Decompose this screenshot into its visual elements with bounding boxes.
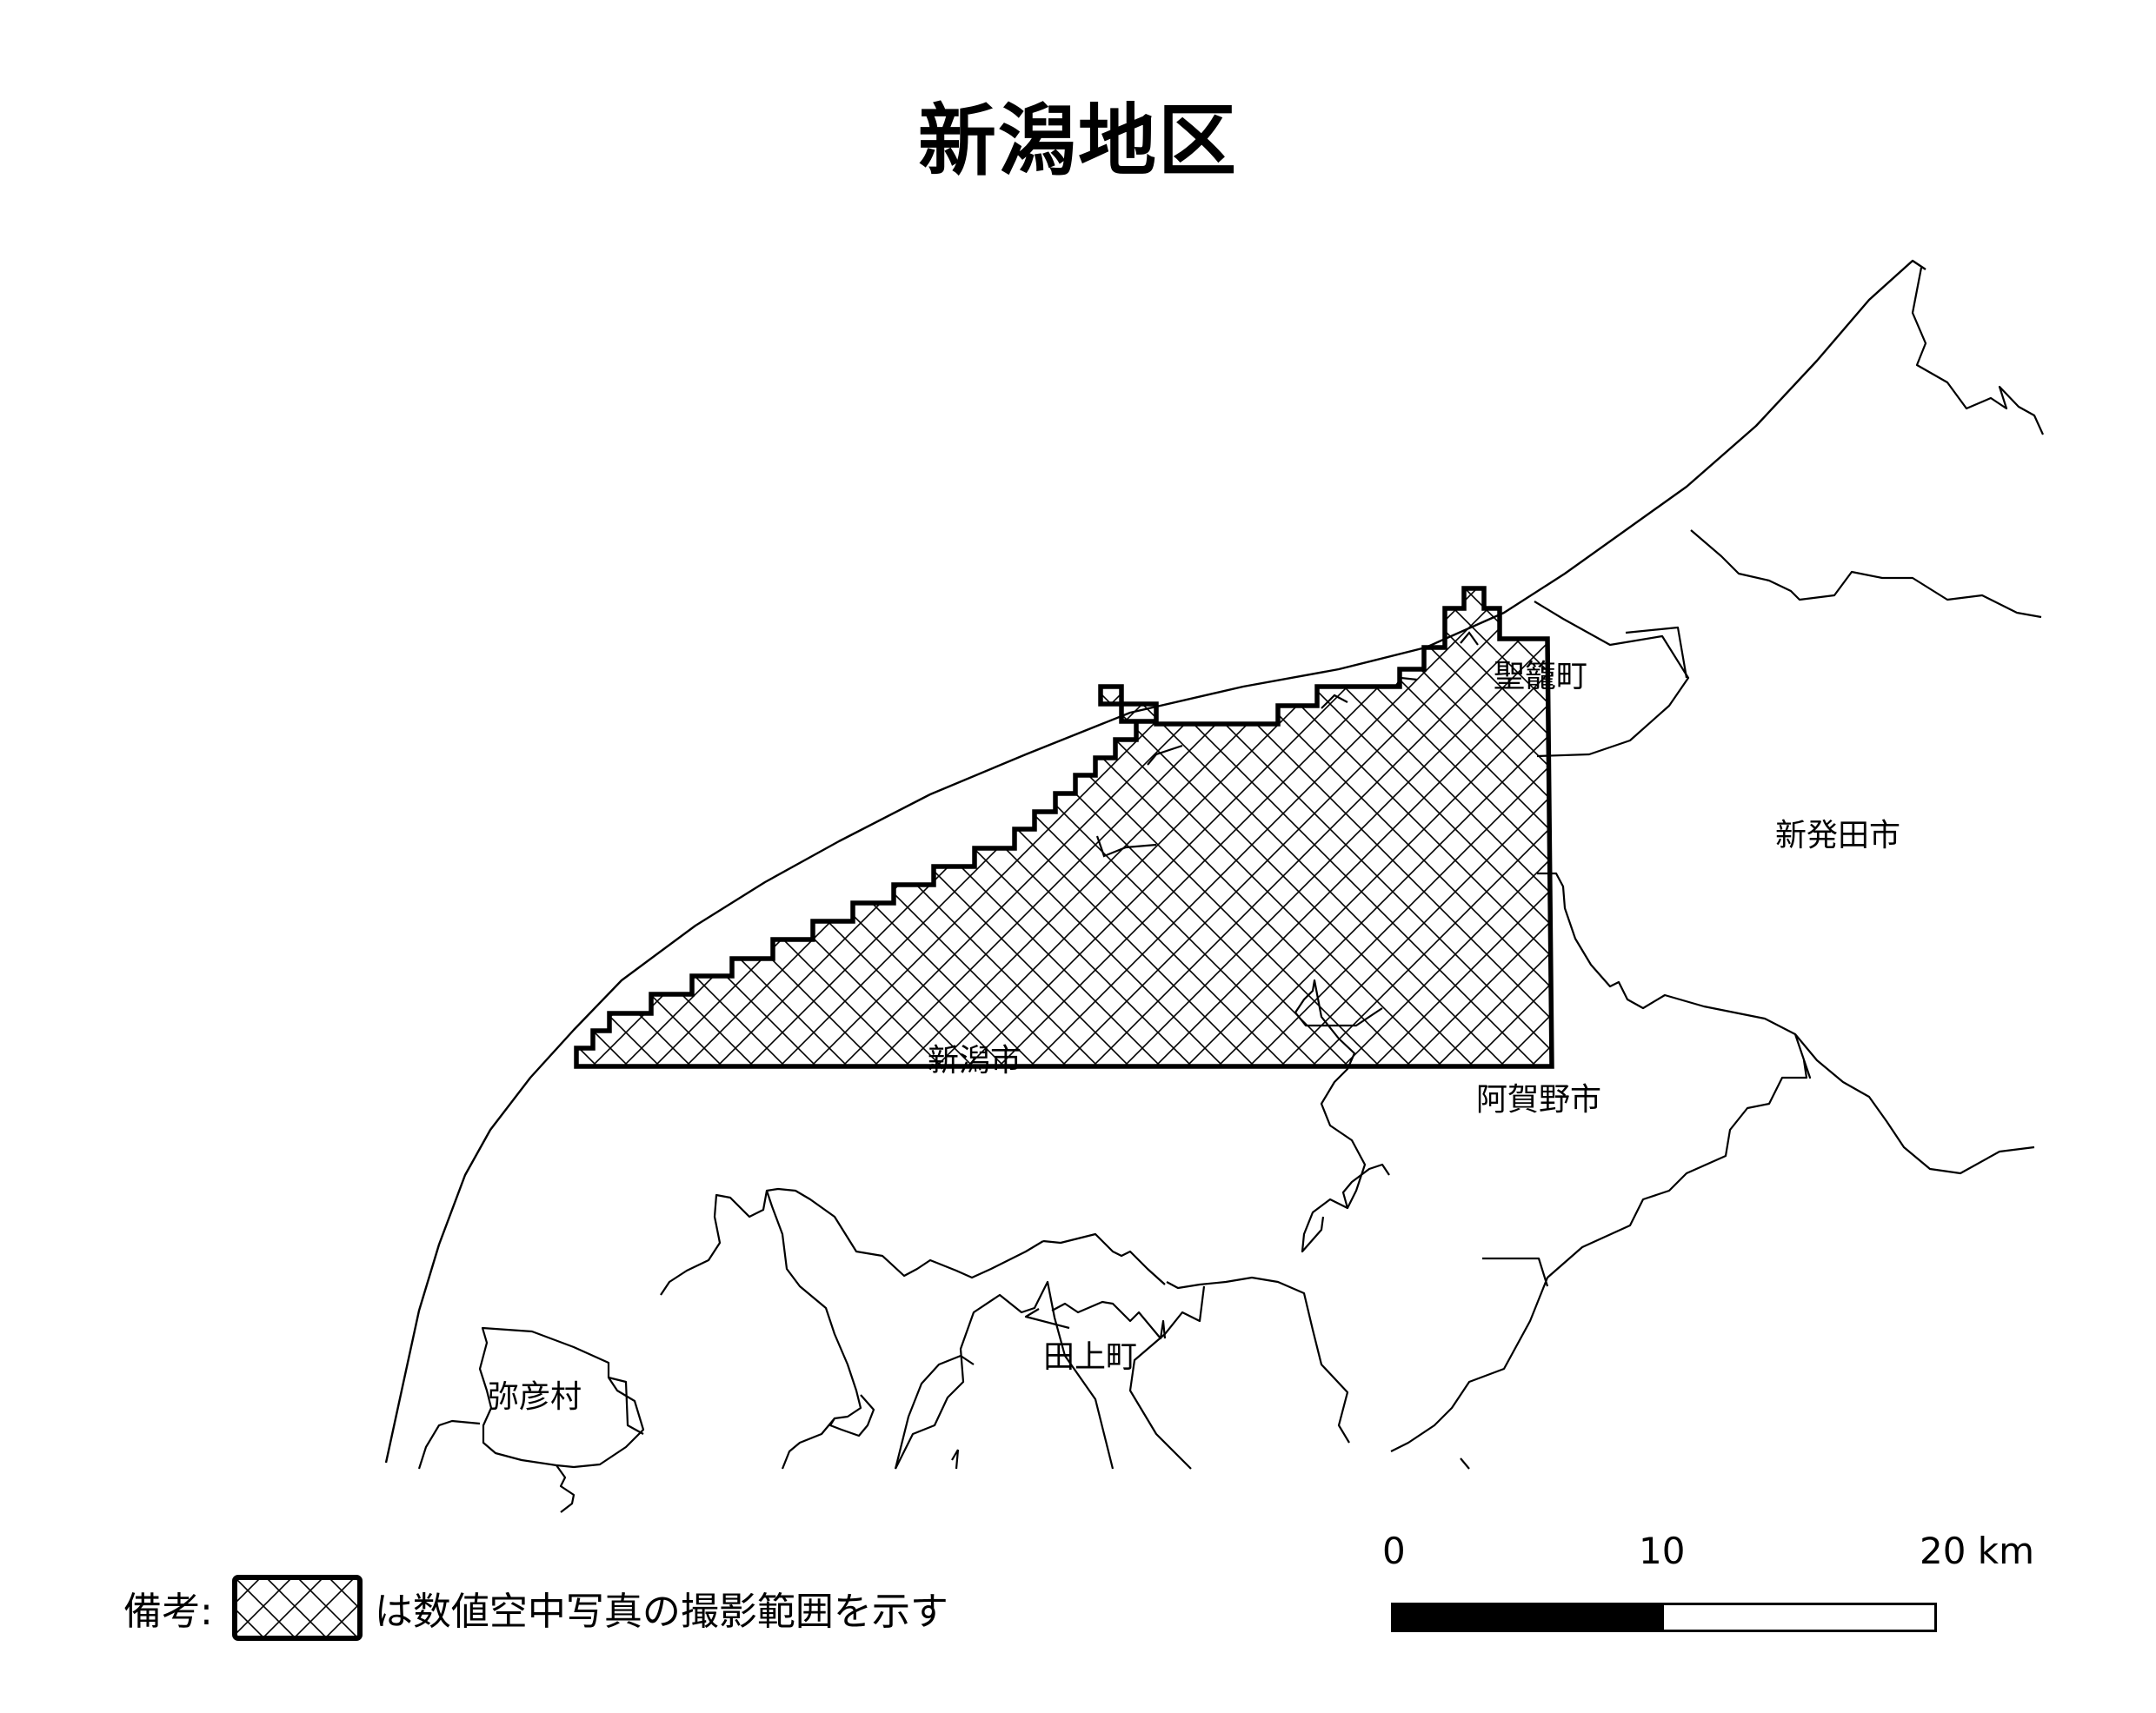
coastline [384, 259, 1926, 1464]
label-shibata-city: 新発田市 [1775, 818, 1900, 853]
scale-bar-segments [1391, 1603, 1937, 1632]
label-agano-city: 阿賀野市 [1476, 1082, 1601, 1118]
scale-segment-black [1394, 1605, 1664, 1630]
label-niigata-city: 新潟市 [928, 1043, 1021, 1079]
map-title: 新潟地区 [918, 96, 1238, 187]
municipal-boundaries [417, 267, 2045, 1513]
label-yahiko-village: 弥彦村 [488, 1379, 582, 1415]
photo-coverage-area [574, 586, 1554, 1069]
scale-tick-0: 0 [1382, 1530, 1406, 1572]
label-seiro-town: 聖籠町 [1494, 659, 1587, 694]
scale-bar: 0 10 20 km [1382, 1530, 2043, 1643]
legend-text: は数値空中写真の撮影範囲を示す [374, 1590, 948, 1634]
legend-hatch-swatch [231, 1575, 363, 1641]
scale-segment-white [1664, 1605, 1934, 1630]
scale-tick-10: 10 [1639, 1530, 1686, 1572]
scale-tick-20: 20 km [1920, 1530, 2035, 1572]
legend-prefix: 備考: [123, 1590, 213, 1634]
legend: 備考: は数値空中写真の撮影範囲を示す [123, 1569, 948, 1647]
harbour-details [1095, 631, 1479, 858]
label-tagami-town: 田上町 [1043, 1339, 1137, 1375]
